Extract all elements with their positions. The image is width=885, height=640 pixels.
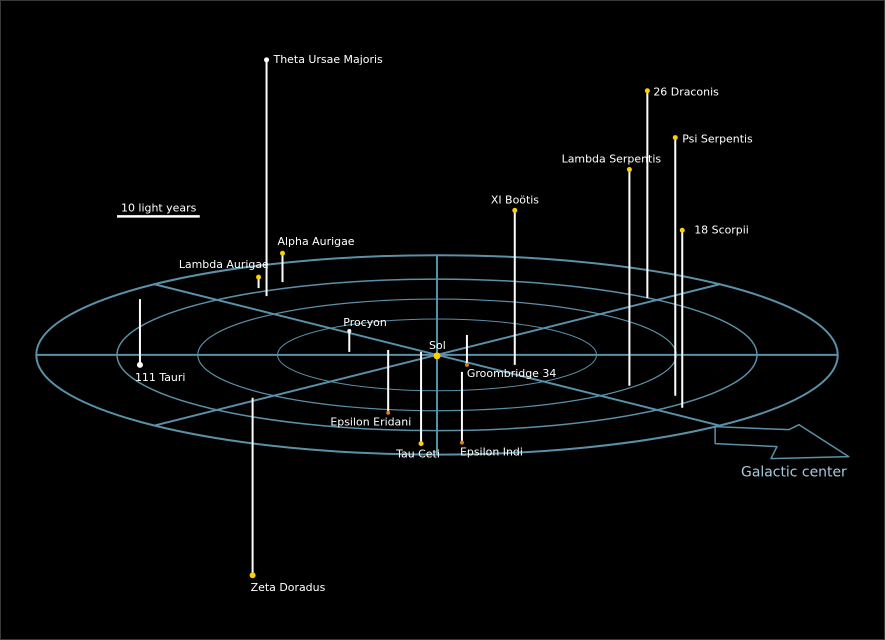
star-dot [626, 166, 632, 172]
star-label: Alpha Aurigae [278, 235, 355, 248]
star-label: Zeta Doradus [251, 581, 326, 594]
star-111-tauri: 111 Tauri [135, 299, 185, 384]
star-procyon: Procyon [343, 316, 387, 352]
star-label: Lambda Aurigae [179, 258, 269, 271]
stars: Sol Theta Ursae Majoris 26 Draconis Psi … [135, 53, 753, 594]
star-dot [249, 572, 256, 579]
star-lambda-serpentis: Lambda Serpentis [562, 152, 662, 386]
galactic-center: Galactic center [714, 423, 850, 481]
star-label: Lambda Serpentis [562, 152, 662, 165]
star-label: Sol [429, 339, 446, 352]
star-dot [347, 328, 352, 333]
star-theta-ursae-majoris: Theta Ursae Majoris [264, 53, 383, 297]
star-label: Groombridge 34 [467, 367, 556, 380]
star-dot [464, 362, 469, 367]
star-dot [644, 88, 650, 94]
star-18-scorpii: 18 Scorpii [679, 223, 749, 408]
galactic-center-label: Galactic center [741, 465, 847, 481]
star-dot [386, 410, 391, 415]
star-26-draconis: 26 Draconis [644, 86, 719, 299]
star-dot [433, 352, 441, 360]
star-dot [280, 250, 285, 256]
star-label: Tau Ceti [395, 448, 440, 461]
scale-bar: 10 light years [117, 201, 200, 218]
star-lambda-aurigae: Lambda Aurigae [179, 258, 269, 289]
star-dot [256, 274, 262, 280]
star-dot [136, 361, 143, 368]
star-label: Epsilon Eridani [330, 416, 411, 429]
star-epsilon-eridani: Epsilon Eridani [330, 349, 411, 429]
star-alpha-aurigae: Alpha Aurigae [278, 235, 355, 283]
star-label: 111 Tauri [135, 371, 185, 384]
star-label: XI Boötis [491, 193, 539, 206]
star-dot [264, 57, 270, 63]
star-xi-bootis: XI Boötis [491, 193, 539, 365]
star-dot [512, 207, 518, 213]
star-tau-ceti: Tau Ceti [395, 351, 440, 461]
star-label: Epsilon Indi [460, 446, 523, 459]
star-label: 18 Scorpii [694, 223, 749, 236]
star-label: Theta Ursae Majoris [273, 53, 383, 66]
star-dot [459, 440, 464, 445]
star-sol: Sol [429, 339, 446, 360]
star-label: Psi Serpentis [682, 133, 753, 146]
star-label: Procyon [343, 316, 387, 329]
star-psi-serpentis: Psi Serpentis [672, 133, 753, 396]
star-epsilon-indi: Epsilon Indi [459, 371, 523, 459]
scale-bar-label: 10 light years [121, 201, 197, 214]
star-label: 26 Draconis [653, 86, 719, 99]
arrow-right-icon [714, 423, 850, 460]
star-groombridge-34: Groombridge 34 [464, 334, 556, 380]
star-zeta-doradus: Zeta Doradus [249, 397, 326, 594]
star-dot [672, 135, 678, 141]
star-dot [679, 227, 685, 233]
star-dot [418, 441, 424, 447]
